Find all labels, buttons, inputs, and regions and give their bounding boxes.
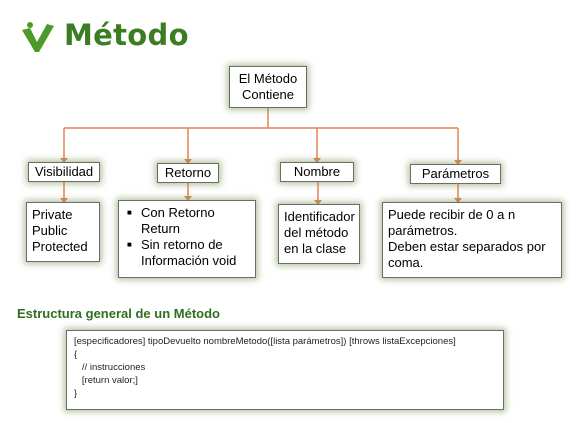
parametros-line-2: parámetros. <box>388 223 458 238</box>
parametros-details: Puede recibir de 0 a n parámetros. Deben… <box>382 202 562 278</box>
category-retorno: Retorno <box>157 163 219 183</box>
method-syntax-code-block: [especificadores] tipoDevuelto nombreMet… <box>66 330 504 410</box>
root-node: El Método Contiene <box>229 66 307 108</box>
category-parametros: Parámetros <box>410 164 501 184</box>
section-subtitle: Estructura general de un Método <box>17 306 220 321</box>
code-line-1: [especificadores] tipoDevuelto nombreMet… <box>74 336 456 347</box>
nombre-line-2: del método <box>284 225 349 240</box>
root-line-1: El Método <box>238 71 298 86</box>
retorno-details: Con Retorno Return Sin retorno de Inform… <box>118 200 256 278</box>
visibility-private: Private <box>32 207 73 222</box>
parametros-line-1: Puede recibir de 0 a n <box>388 207 516 222</box>
nombre-line-3: en la clase <box>284 241 347 256</box>
retorno-bullet-1-line-2: Return <box>141 221 181 236</box>
nombre-details: Identificador del método en la clase <box>278 204 360 264</box>
category-visibilidad: Visibilidad <box>28 162 100 182</box>
retorno-bullet-1-line-1: Con Retorno <box>141 205 215 220</box>
code-line-3: // instrucciones <box>74 362 146 373</box>
category-nombre: Nombre <box>280 162 354 182</box>
visibility-protected: Protected <box>32 239 88 254</box>
retorno-bullet-2-line-2: Información void <box>141 253 237 268</box>
code-line-5: } <box>74 388 78 399</box>
nombre-line-1: Identificador <box>284 209 355 224</box>
visibilidad-details: Private Public Protected <box>26 202 100 262</box>
parametros-line-4: coma. <box>388 255 424 270</box>
visibility-public: Public <box>32 223 68 238</box>
code-line-4: [return valor;] <box>74 375 138 386</box>
checkmark-drop-icon <box>22 22 54 52</box>
page-title: Método <box>64 18 189 52</box>
code-line-2: { <box>74 349 78 360</box>
parametros-line-3: Deben estar separados por <box>388 239 546 254</box>
root-line-2: Contiene <box>241 87 295 102</box>
retorno-bullet-2-line-1: Sin retorno de <box>141 237 223 252</box>
retorno-bullet-2: Sin retorno de Información void <box>127 237 250 269</box>
retorno-bullet-1: Con Retorno Return <box>127 205 250 237</box>
